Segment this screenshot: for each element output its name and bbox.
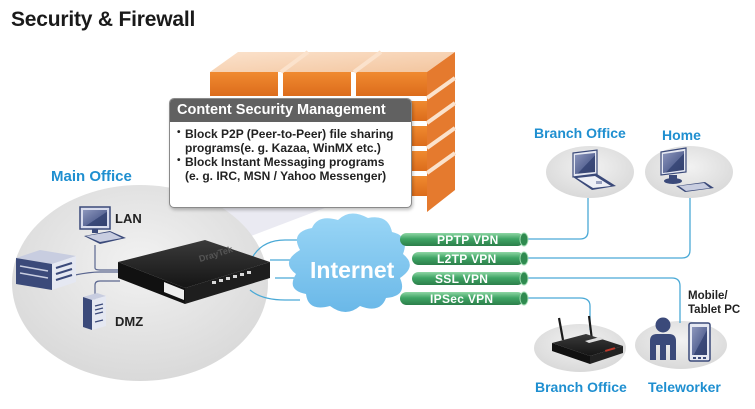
content-security-item-text: Block P2P (Peer-to-Peer) file sharing [185,127,394,141]
vpn-label-l2tp: L2TP VPN [437,252,497,266]
lan-connections [74,245,120,325]
vpn-label-ipsec: IPSec VPN [430,292,494,306]
internet-label: Internet [310,257,395,283]
content-security-item-text: (e. g. IRC, MSN / Yahoo Messenger) [185,169,387,183]
teleworker-label: Teleworker [648,379,721,395]
vpn-label-ssl: SSL VPN [435,272,489,286]
vpn-pipes [400,232,529,306]
mobile-label-line: Mobile/ [688,290,728,302]
vpn-endpoint-links [527,198,691,330]
teleworker-person-icon [650,317,676,360]
branch-office-bottom-label: Branch Office [535,379,627,395]
router-icon: DrayTek [118,240,270,304]
laptop-icon [572,149,616,190]
lan-computer-icon [79,206,126,244]
server-rack-icon [16,250,76,290]
content-security-item-text: programs(e. g. Kazaa, WinMX etc.) [185,141,381,155]
desktop-computer-icon [660,147,714,192]
content-security-item-text: Block Instant Messaging programs [185,155,385,169]
mobile-tablet-label: Mobile/ Tablet PC [688,289,740,317]
mobile-label-line: Tablet PC [688,304,741,316]
content-security-heading: Content Security Management [170,99,411,122]
dmz-label: DMZ [115,314,144,329]
wireless-router-icon [552,315,623,364]
vpn-label-pptp: PPTP VPN [437,233,499,247]
internet-cloud-icon [288,213,410,312]
content-security-box: Content Security Management Block P2P (P… [169,98,412,208]
teleworker-zone [635,321,727,369]
content-security-item-im: Block Instant Messaging programs (e. g. … [177,154,407,183]
dmz-server-icon [83,293,106,330]
home-label: Home [662,127,701,143]
branch-office-top-label: Branch Office [534,125,626,141]
content-security-item-p2p: Block P2P (Peer-to-Peer) file sharing pr… [177,126,407,155]
page-title: Security & Firewall [11,8,196,31]
tablet-icon [688,322,711,362]
lan-label: LAN [115,211,142,226]
main-office-label: Main Office [51,168,132,185]
